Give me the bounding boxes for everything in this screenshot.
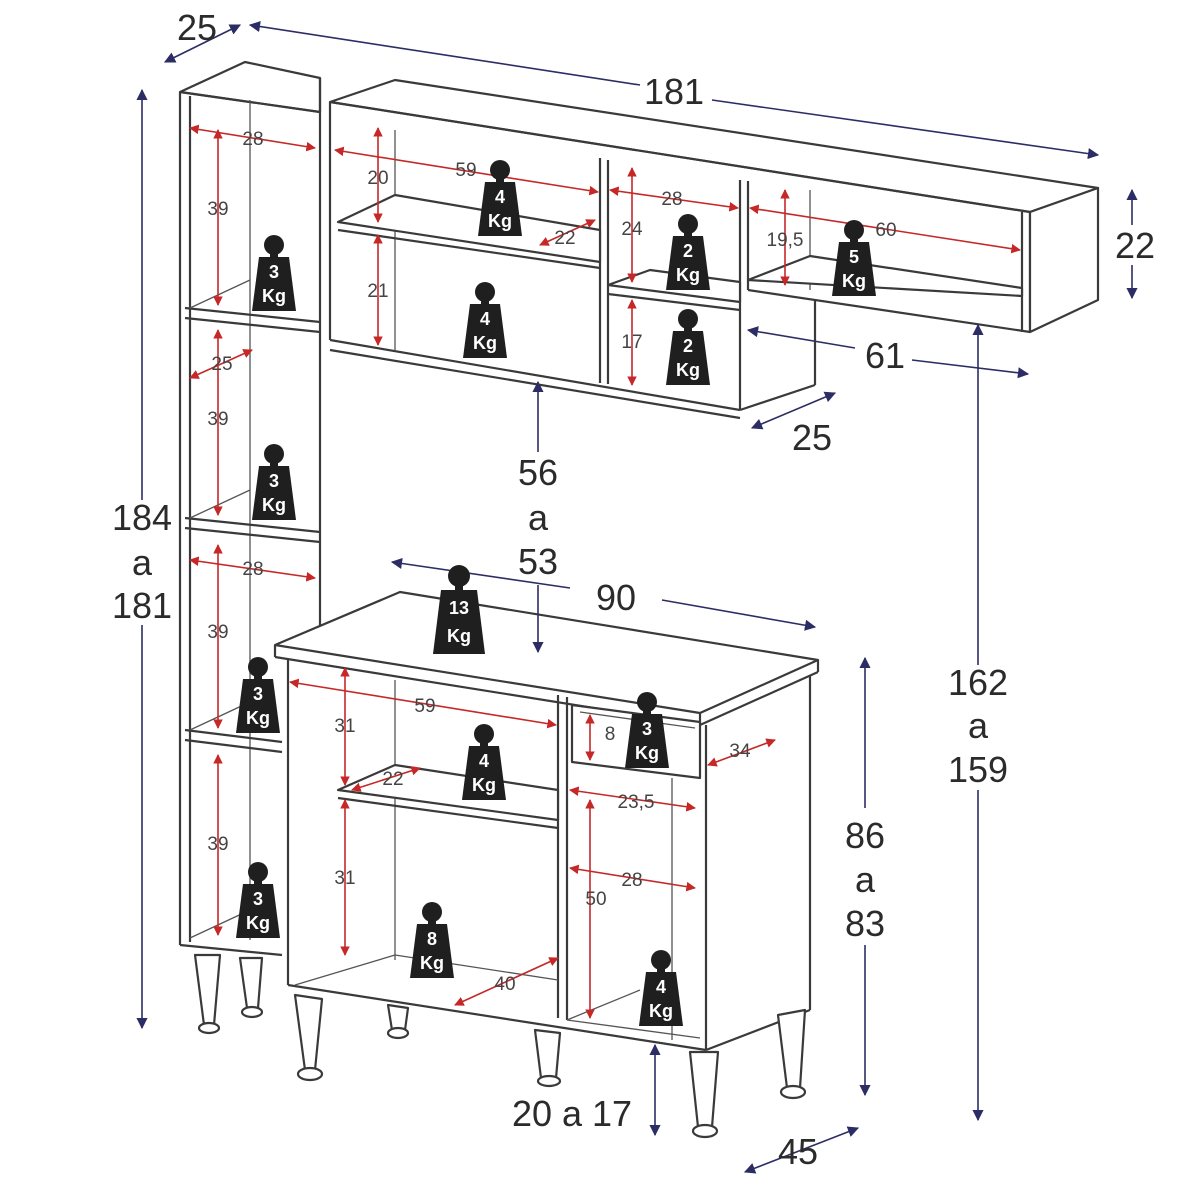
label-aerial-shelf-width: 61 — [865, 335, 905, 376]
label-tower-h2: 39 — [207, 409, 228, 430]
label-top-depth: 25 — [177, 7, 217, 48]
weight-value: 4 — [656, 977, 666, 997]
weight-icons: 3 Kg 3 Kg 3 Kg 3 Kg 4 Kg — [236, 160, 876, 1026]
weight-value: 13 — [449, 598, 469, 618]
weight-icon: 4 Kg — [463, 282, 507, 358]
weight-value: 2 — [683, 241, 693, 261]
label-upper-w1: 59 — [455, 160, 476, 181]
label-base-height-2: a — [855, 859, 876, 900]
weight-icon: 5 Kg — [832, 220, 876, 296]
label-upper-h2: 21 — [367, 281, 388, 302]
weight-icon: 2 Kg — [666, 309, 710, 385]
label-upper-h5: 19,5 — [767, 230, 804, 251]
inner-dimension-labels: 28 39 25 39 28 39 39 20 59 22 21 28 24 1… — [207, 129, 896, 995]
weight-icon: 3 Kg — [252, 444, 296, 520]
label-counter-width: 90 — [596, 577, 636, 618]
label-upper-h3: 24 — [621, 219, 643, 240]
weight-icon: 3 Kg — [236, 862, 280, 938]
weight-value: 4 — [495, 187, 505, 207]
label-base-height-1: 86 — [845, 815, 885, 856]
weight-value: 2 — [683, 336, 693, 356]
weight-value: 8 — [427, 929, 437, 949]
label-upper-w3: 60 — [875, 220, 896, 241]
label-upper-w2: 28 — [661, 189, 682, 210]
weight-unit: Kg — [246, 708, 270, 728]
base-cabinet — [273, 590, 820, 1139]
label-tower-h3: 39 — [207, 622, 228, 643]
weight-unit: Kg — [649, 1001, 673, 1021]
label-base-h2: 31 — [334, 868, 355, 889]
weight-unit: Kg — [262, 286, 286, 306]
label-base-d1: 22 — [382, 769, 403, 790]
label-aerial-depth: 25 — [792, 417, 832, 458]
weight-value: 4 — [479, 751, 489, 771]
weight-value: 3 — [642, 719, 652, 739]
label-tower-depth: 25 — [211, 354, 232, 375]
label-base-h3: 50 — [585, 889, 606, 910]
weight-value: 3 — [253, 684, 263, 704]
label-base-height-3: 83 — [845, 903, 885, 944]
weight-icon: 13 Kg — [433, 565, 485, 654]
label-floor-to-aerial-1: 162 — [948, 662, 1008, 703]
label-total-height-2: a — [132, 542, 153, 583]
weight-unit: Kg — [488, 211, 512, 231]
label-upper-d1: 22 — [554, 228, 575, 249]
label-floor-to-aerial-3: 159 — [948, 749, 1008, 790]
weight-icon: 4 Kg — [462, 724, 506, 800]
label-upper-h1: 20 — [367, 168, 388, 189]
weight-icon: 3 Kg — [252, 235, 296, 311]
weight-value: 3 — [269, 471, 279, 491]
weight-unit: Kg — [676, 265, 700, 285]
weight-icon: 2 Kg — [666, 214, 710, 290]
weight-value: 3 — [253, 889, 263, 909]
weight-unit: Kg — [842, 271, 866, 291]
weight-unit: Kg — [473, 333, 497, 353]
label-tower-width-top: 28 — [242, 129, 263, 150]
tall-tower — [178, 60, 322, 1035]
label-base-w2: 23,5 — [618, 792, 655, 813]
weight-value: 5 — [849, 247, 859, 267]
outer-dimension-labels: 25 181 22 61 25 56 a 53 184 a 181 90 162… — [112, 7, 1155, 1172]
weight-unit: Kg — [635, 743, 659, 763]
label-total-height-3: 181 — [112, 585, 172, 626]
weight-unit: Kg — [420, 953, 444, 973]
weight-unit: Kg — [447, 626, 471, 646]
label-drawer-d: 34 — [729, 741, 751, 762]
weight-unit: Kg — [246, 913, 270, 933]
weight-value: 4 — [480, 309, 490, 329]
weight-icon: 4 Kg — [478, 160, 522, 236]
label-gap-height-1: 56 — [518, 452, 558, 493]
weight-unit: Kg — [262, 495, 286, 515]
label-base-d2: 40 — [494, 974, 515, 995]
weight-icon: 8 Kg — [410, 902, 454, 978]
label-gap-height-3: 53 — [518, 541, 558, 582]
label-gap-height-2: a — [528, 497, 549, 538]
upper-cabinet — [328, 78, 1100, 420]
label-aerial-height: 22 — [1115, 225, 1155, 266]
label-total-width: 181 — [644, 71, 704, 112]
weight-value: 3 — [269, 262, 279, 282]
weight-unit: Kg — [472, 775, 496, 795]
label-base-h1: 31 — [334, 716, 355, 737]
outer-dimension-lines — [136, 20, 1138, 1174]
label-base-w1: 59 — [414, 696, 435, 717]
label-base-w3: 28 — [621, 870, 642, 891]
label-upper-h4: 17 — [621, 332, 642, 353]
label-base-depth: 45 — [778, 1131, 818, 1172]
label-total-height-1: 184 — [112, 497, 172, 538]
weight-icon: 3 Kg — [625, 692, 669, 768]
label-tower-h4: 39 — [207, 834, 228, 855]
label-tower-width-mid: 28 — [242, 559, 263, 580]
label-drawer-h: 8 — [605, 724, 616, 745]
inner-dimension-lines — [189, 124, 1021, 1019]
label-floor-to-aerial-2: a — [968, 705, 989, 746]
weight-unit: Kg — [676, 360, 700, 380]
weight-icon: 4 Kg — [639, 950, 683, 1026]
label-feet-height: 20 a 17 — [512, 1093, 632, 1134]
weight-icon: 3 Kg — [236, 657, 280, 733]
label-tower-h1: 39 — [207, 199, 228, 220]
